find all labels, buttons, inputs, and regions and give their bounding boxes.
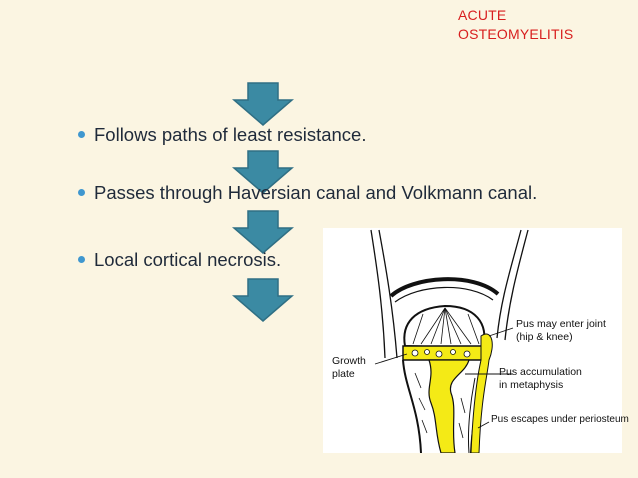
pus-accumulation-label: Pus accumulation in metaphysis: [499, 366, 582, 391]
bullet-text: Follows paths of least resistance.: [94, 124, 367, 145]
bullet-item: Follows paths of least resistance.: [78, 124, 367, 146]
bullet-dot-icon: [78, 255, 85, 263]
growth-plate-label: Growth plate: [332, 355, 366, 380]
pus-joint-label-line1: Pus may enter joint: [516, 318, 606, 330]
bullet-item: Passes through Haversian canal and Volkm…: [78, 182, 537, 204]
slide-title: ACUTE OSTEOMYELITIS: [458, 6, 618, 44]
growth-plate-label-line2: plate: [332, 367, 355, 380]
pus-accumulation-label-line2: in metaphysis: [499, 378, 564, 391]
pus-joint-label-line2: (hip & knee): [516, 330, 573, 343]
bone-illustration: [370, 229, 529, 453]
down-arrow-icon: [232, 210, 294, 254]
down-arrow-icon: [232, 278, 294, 322]
pus-accumulation-label-line1: Pus accumulation: [499, 366, 582, 378]
down-arrow-icon: [232, 82, 294, 126]
bullet-item: Local cortical necrosis.: [78, 249, 281, 271]
down-arrow-icon: [232, 150, 294, 194]
pus-escape-label: Pus escapes under periosteum: [491, 414, 629, 425]
bullet-text: Local cortical necrosis.: [94, 249, 282, 270]
bullet-dot-icon: [78, 188, 85, 196]
osteomyelitis-diagram: Growth plate Pus may enter joint (hip & …: [323, 228, 629, 453]
bullet-text: Passes through Haversian canal and Volkm…: [94, 182, 538, 203]
bullet-dot-icon: [78, 130, 85, 138]
slide-title-line1: ACUTE: [458, 7, 507, 23]
growth-plate-label-line1: Growth: [332, 355, 366, 367]
slide-title-line2: OSTEOMYELITIS: [458, 26, 574, 42]
pus-joint-label: Pus may enter joint (hip & knee): [516, 318, 606, 343]
